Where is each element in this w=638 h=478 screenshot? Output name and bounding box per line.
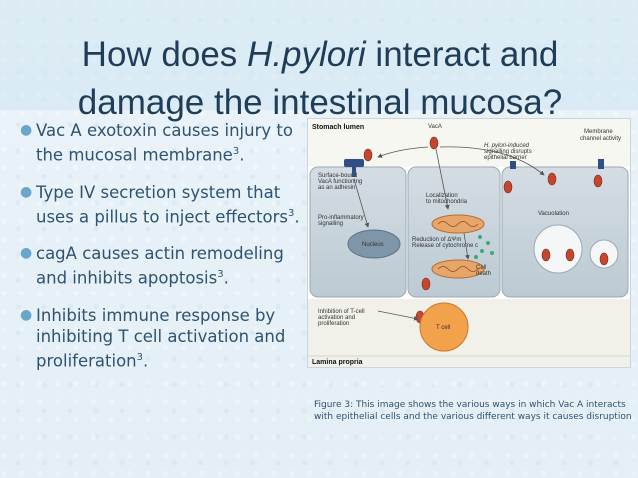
title-italic: H.pylori: [247, 35, 366, 75]
nucleus-label: Nucleus: [362, 242, 384, 248]
vacuolation-label: Vacuolation: [538, 211, 569, 217]
vaca-figure: Stomach lumen VacA Membrane channel acti…: [307, 118, 631, 368]
inhibition-label-2: activation and: [318, 315, 355, 321]
title-part1: How does: [81, 35, 248, 75]
vacuole-large: [533, 224, 583, 274]
bullet-text: Type IV secretion system that uses a pil…: [36, 182, 288, 227]
bullet-end: .: [223, 268, 229, 288]
bullet-item: ● cagA causes actin remodeling and inhib…: [20, 243, 305, 289]
bullet-text: Vac A exotoxin causes injury to the muco…: [36, 121, 293, 165]
reduction-label-2: Release of cytochrome c: [412, 243, 478, 249]
t-cell-label: T cell: [436, 325, 450, 331]
bullet-item: ● Inhibits immune response by inhibiting…: [20, 305, 305, 372]
bullet-list: ● Vac A exotoxin causes injury to the mu…: [20, 120, 305, 387]
stomach-lumen-label: Stomach lumen: [312, 124, 364, 131]
nucleus-shape: [347, 229, 401, 259]
bullet-ref: 3: [217, 269, 224, 280]
pro-inflammatory-label-1: Pro-inflammatory: [318, 215, 364, 221]
cell-death-label-1: Cell: [476, 265, 486, 271]
bullet-dot-icon: ●: [20, 122, 33, 138]
pathway-arrows: [353, 146, 545, 321]
localization-label-1: Localization: [426, 193, 458, 199]
bullet-ref: 3: [232, 146, 240, 157]
inhibition-label-3: proliferation: [318, 321, 349, 327]
vaca-molecules: [363, 136, 609, 324]
membrane-channel-label-1: Membrane: [584, 129, 613, 135]
membrane-channel-icon: [510, 159, 604, 169]
surface-receptor-icon: [344, 159, 364, 177]
bullet-dot-icon: ●: [20, 306, 33, 323]
bullet-item: ● Vac A exotoxin causes injury to the mu…: [20, 120, 305, 166]
bullet-text: Inhibits immune response by inhibiting T…: [36, 305, 286, 371]
bullet-end: .: [294, 207, 300, 226]
pro-inflammatory-label-2: signalling: [318, 221, 343, 227]
surface-bound-label-3: as an adhesin: [318, 185, 355, 191]
t-cell-shape: [419, 302, 469, 352]
hp-induced-label-3: epithelial barrier: [484, 155, 527, 161]
vaca-label: VacA: [428, 124, 442, 130]
hp-induced-label-1: H. pylori-induced: [484, 143, 530, 149]
bullet-ref: 3: [288, 207, 295, 219]
bullet-text: cagA causes actin remodeling and inhibit…: [36, 244, 284, 288]
title-part2: interact and damage the intestinal mucos…: [77, 35, 563, 123]
vaca-diagram: Stomach lumen VacA Membrane channel acti…: [308, 119, 630, 367]
bullet-dot-icon: ●: [20, 245, 33, 261]
bullet-end: .: [239, 145, 245, 165]
cytochrome-dots: [474, 235, 494, 259]
title-band: [0, 0, 638, 110]
inhibition-label-1: Inhibition of T-cell: [318, 309, 365, 315]
surface-bound-label-1: Surface-bound: [318, 173, 357, 179]
reduction-label-1: Reduction of ΔΨm: [412, 237, 461, 243]
lamina-propria-label: Lamina propria: [312, 359, 363, 366]
membrane-channel-label-2: channel activity: [580, 136, 621, 142]
figure-caption: Figure 3: This image shows the various w…: [314, 400, 632, 422]
bullet-item: ● Type IV secretion system that uses a p…: [20, 182, 305, 228]
hp-induced-label-2: signalling disrupts: [484, 149, 532, 155]
surface-bound-label-2: VacA functioning: [318, 179, 362, 185]
page-title: How does H.pylori interact and damage th…: [20, 31, 620, 127]
lamina-propria-area: [308, 299, 630, 367]
bullet-dot-icon: ●: [20, 183, 33, 200]
bullet-ref: 3: [136, 351, 143, 363]
cell-death-label-2: death: [476, 271, 491, 277]
bullet-end: .: [143, 351, 149, 370]
